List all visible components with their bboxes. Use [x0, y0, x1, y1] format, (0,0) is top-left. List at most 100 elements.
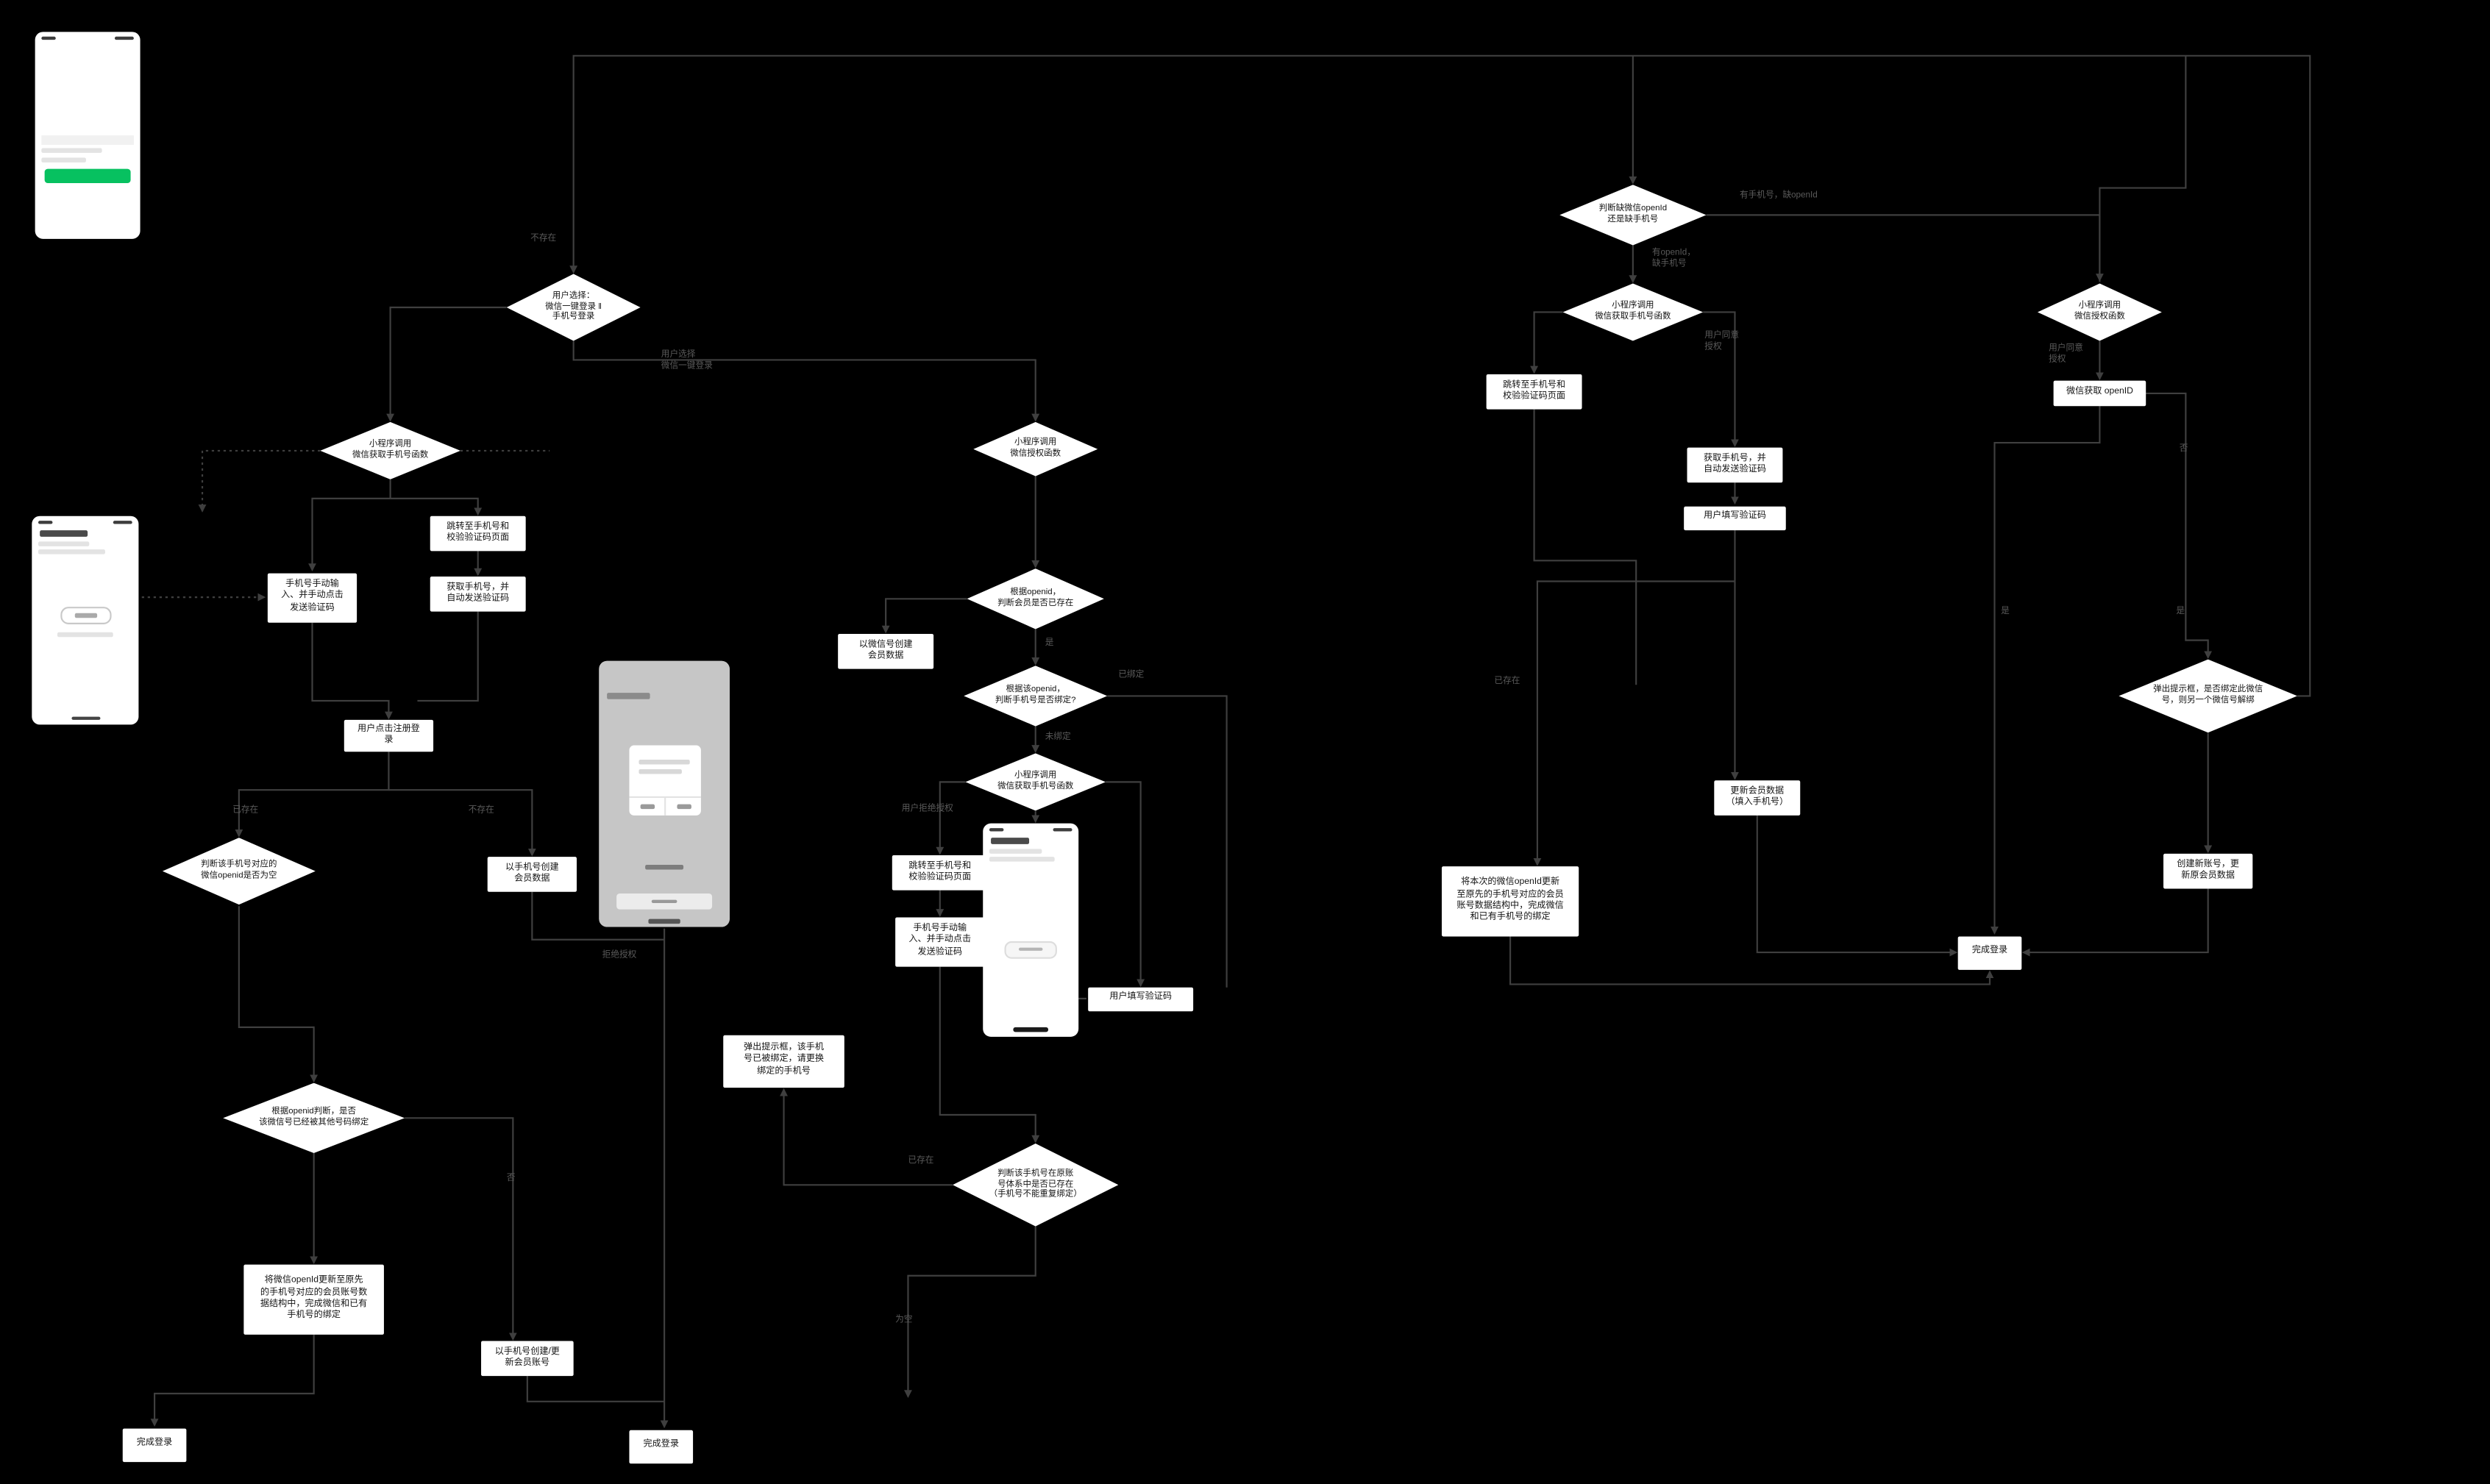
dialog-cancel-button [629, 798, 664, 816]
phone-mockup-login-start [35, 32, 140, 239]
edge-label: 已存在 [232, 805, 259, 816]
flow-edge [1706, 214, 2104, 282]
flow-edge [388, 789, 536, 857]
flow-edge [531, 891, 665, 941]
flow-edge [1703, 311, 1739, 448]
flow-edge [526, 1376, 665, 1402]
flow-edge [238, 906, 319, 1083]
dialog-text-line [638, 769, 682, 774]
edge-label: 用户同意 授权 [2049, 343, 2083, 365]
flow-node-fill-code-mid: 用户填写验证码 [1088, 986, 1194, 1011]
phone-login-button [44, 168, 131, 183]
phone-text-line [41, 157, 86, 163]
flow-node-create-new-account: 创建新账号，更 新原会员数据 [2163, 853, 2253, 889]
phone-mockup-verify-code [983, 823, 1079, 1037]
flow-node-login-done-left: 完成登录 [122, 1427, 187, 1462]
flow-node-auto-send-left: 获取手机号，并 自动发送验证码 [430, 576, 526, 612]
edge-label: 不存在 [468, 805, 494, 816]
flow-edge [939, 966, 1040, 1144]
phone-mockup-auth-dialog [599, 660, 730, 927]
edge-label: 是 [1045, 638, 1054, 649]
edge-label: 已绑定 [1118, 670, 1145, 680]
edge-label: 用户拒绝授权 [901, 804, 953, 814]
flow-node-fill-code-right: 用户填写验证码 [1684, 505, 1786, 530]
flow-edge [1533, 580, 1735, 866]
phone-status-bar [983, 824, 1078, 832]
flow-node-get-openid: 微信获取 openID [2053, 380, 2146, 407]
flow-edge [1991, 406, 2101, 935]
edge-label: 已存在 [1494, 677, 1520, 687]
flow-node-update-binding-right: 将本次的微信openId更新 至原先的手机号对应的会员 账号数据结构中，完成微信… [1441, 866, 1579, 937]
dialog-confirm-button [664, 798, 701, 816]
phone-login-bar-button [616, 893, 713, 910]
flow-edge [2099, 55, 2187, 282]
edge-label: 为空 [895, 1315, 913, 1325]
flow-edge [308, 479, 391, 572]
phone-caption-text [645, 864, 684, 870]
flow-node-create-update-phone: 以手机号创建/更 新会员账号 [481, 1341, 574, 1377]
flow-edge [2021, 888, 2209, 957]
flow-node-update-binding-left: 将微信openId更新至原先 的手机号对应的会员账号数 据结构中，完成微信和已有… [243, 1264, 384, 1335]
edge-label: 用户选择 微信一键登录 [661, 350, 713, 371]
phone-page-title [607, 693, 650, 699]
flow-edge [881, 598, 967, 634]
phone-auth-dialog [629, 745, 701, 816]
edge-label: 否 [2179, 444, 2188, 454]
flow-edge [1107, 695, 1228, 988]
flow-edge [780, 1088, 953, 1186]
flow-edge [1106, 781, 1145, 988]
flow-edge [904, 1226, 1036, 1399]
phone-text-line [989, 849, 1042, 854]
phone-notice-bar [41, 135, 134, 145]
flow-edge [1530, 311, 1563, 374]
flow-node-jump-verify-right: 跳转至手机号和 校验验证码页面 [1486, 374, 1582, 410]
edge-label: 不存在 [530, 234, 557, 244]
flow-edge [198, 449, 321, 513]
dialog-buttons [629, 796, 701, 816]
edge-label: 已存在 [908, 1156, 934, 1166]
flow-node-jump-verify-left: 跳转至手机号和 校验验证码页面 [430, 516, 526, 552]
edge-label: 有openId， 缺手机号 [1651, 248, 1696, 270]
phone-page-title [40, 529, 88, 537]
edge-label: 有手机号，缺openId [1739, 190, 1818, 201]
phone-status-bar [32, 516, 138, 524]
flow-edge [417, 611, 479, 702]
flow-edge [2146, 392, 2213, 660]
flow-edge [311, 622, 393, 720]
flow-edge [572, 340, 1040, 422]
flow-node-update-member-phone: 更新会员数据 （填入手机号） [1714, 780, 1801, 816]
phone-home-indicator [71, 716, 100, 720]
flow-node-login-done-right: 完成登录 [1957, 935, 2022, 969]
flow-node-popup-phone-bound: 弹出提示框，该手机 号已被绑定，请更换 绑定的手机号 [723, 1034, 844, 1088]
flow-edge [569, 54, 2311, 697]
edge-label: 否 [506, 1174, 516, 1184]
phone-page-title [991, 837, 1030, 844]
flow-edge [235, 752, 390, 838]
flow-edge [405, 1117, 517, 1341]
phone-text-line [989, 857, 1055, 863]
phone-text-line [38, 550, 104, 555]
phone-text-line [41, 149, 103, 154]
phone-login-pill-button [60, 606, 111, 624]
phone-text-line [38, 541, 90, 546]
edge-label: 是 [2176, 607, 2185, 617]
flow-edge [1756, 815, 1958, 957]
flow-node-manual-input-mid: 手机号手动输 入、并手动点击 发送验证码 [895, 916, 985, 966]
edge-label: 拒绝授权 [602, 950, 637, 960]
flow-node-jump-verify-mid: 跳转至手机号和 校验验证码页面 [892, 855, 988, 891]
phone-mockup-welcome-form [32, 516, 139, 725]
phone-status-bar [35, 32, 140, 40]
flow-edge [150, 1334, 315, 1427]
edge-label: 用户同意 授权 [1704, 331, 1740, 352]
phone-home-indicator [648, 919, 680, 924]
edge-label: 是 [2001, 607, 2010, 617]
flow-edge [390, 497, 483, 516]
flow-node-create-member-wechat: 以微信号创建 会员数据 [838, 633, 934, 669]
edge-label: 未绑定 [1045, 732, 1071, 743]
flow-edge [1533, 409, 1637, 685]
phone-text-line [57, 632, 113, 638]
phone-home-indicator [1013, 1027, 1049, 1032]
